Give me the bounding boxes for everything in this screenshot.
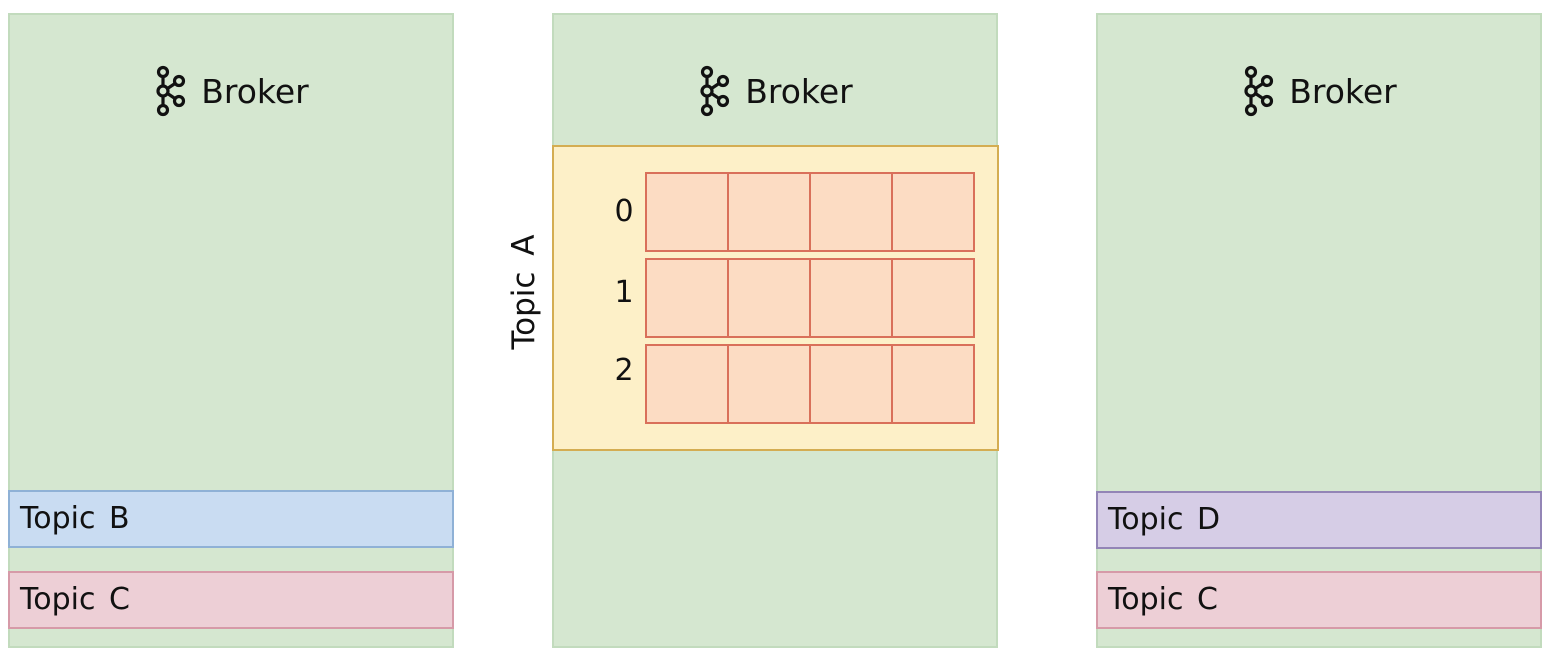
partition-index-2: 2 [614, 353, 634, 388]
partition-segment [893, 260, 973, 336]
broker-3: Broker Topic D Topic C [1096, 13, 1542, 648]
partition-segment [811, 174, 893, 250]
broker-header: Broker [10, 65, 452, 117]
partition-segment [893, 346, 973, 422]
broker-label: Broker [1289, 71, 1397, 111]
partition-row-2 [645, 344, 975, 424]
partition-segment [893, 174, 973, 250]
broker-1: Broker Topic B Topic C [8, 13, 454, 648]
topic-d-bar: Topic D [1096, 491, 1542, 549]
broker-header: Broker [554, 65, 996, 117]
topic-b-bar: Topic B [8, 490, 454, 548]
topic-a-label: Topic A [506, 234, 542, 350]
partition-index-1: 1 [614, 275, 634, 310]
partition-segment [729, 260, 811, 336]
partition-index-0: 0 [614, 194, 634, 229]
partition-segment [647, 174, 729, 250]
broker-header: Broker [1098, 65, 1540, 117]
partition-segment [647, 346, 729, 422]
partition-row-0 [645, 172, 975, 252]
kafka-icon [153, 65, 187, 117]
kafka-icon [1241, 65, 1275, 117]
kafka-icon [697, 65, 731, 117]
partition-segment [811, 346, 893, 422]
broker-label: Broker [745, 71, 853, 111]
topic-c-bar: Topic C [8, 571, 454, 629]
partition-segment [647, 260, 729, 336]
topic-c-bar: Topic C [1096, 571, 1542, 629]
partition-row-1 [645, 258, 975, 338]
broker-label: Broker [201, 71, 309, 111]
partition-segment [729, 174, 811, 250]
partition-segment [729, 346, 811, 422]
partition-segment [811, 260, 893, 336]
